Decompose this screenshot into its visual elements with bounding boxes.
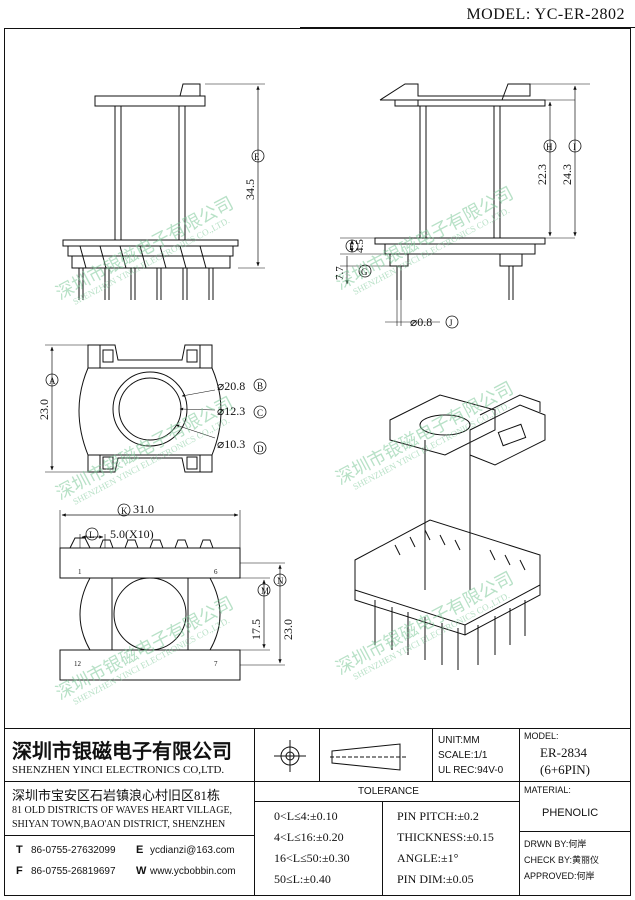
address-en-2: SHIYAN TOWN,BAO'AN DISTRICT, SHENZHEN [12,819,226,830]
tolerance-3: 16<L≤50:±0.30 [274,851,350,865]
tag-b: B [257,381,263,391]
pin-pitch-tolerance: PIN PITCH:±0.2 [397,809,479,823]
model-header: MODEL: [524,731,559,741]
web-label: W [136,865,147,877]
approved-label: APPROVED:何岸 [524,871,595,881]
scale-label: SCALE:1/1 [438,750,488,761]
model-pins: (6+6PIN) [540,762,590,777]
tolerance-header: TOLERANCE [358,786,419,797]
pin-label-1: 1 [78,568,82,576]
address-cn: 深圳市宝安区石岩镇浪心村旧区81栋 [12,788,221,803]
dim-f: 4.5 [354,239,366,253]
approved-name: 何岸 [576,871,595,881]
tolerance-4: 50≤L:±0.40 [274,872,331,886]
tag-m: M [261,586,269,596]
phone-label: T [16,844,23,856]
pin-label-6: 6 [214,568,218,576]
tag-f: F [349,242,354,252]
tolerance-2: 4<L≤16:±0.20 [274,830,344,844]
tag-n: N [277,576,284,586]
unit-label: UNIT:MM [438,735,480,746]
svg-text:SHENZHEN YINCI ELECTRONICS CO.: SHENZHEN YINCI ELECTRONICS CO.,LTD. [71,615,231,706]
tag-d: D [257,444,264,454]
projection-symbol-icon [270,736,310,776]
drawn-by-label: DRWN BY:何岸 [524,839,587,849]
fax-value: 86-0755-26819697 [31,866,116,877]
isometric-view [354,394,546,670]
svg-text:SHENZHEN YINCI ELECTRONICS CO.: SHENZHEN YINCI ELECTRONICS CO.,LTD. [71,215,231,306]
web-value: www.ycbobbin.com [150,866,236,877]
check-by-label: CHECK BY:黄丽仪 [524,855,600,865]
company-cn: 深圳市银磁电子有限公司 [12,741,232,763]
dim-pin-dia: ⌀0.8 [410,315,432,329]
tag-i: I [573,142,576,152]
bottom-view [59,510,285,681]
dim-n: 23.0 [281,619,295,640]
angle-tolerance: ANGLE:±1° [397,851,459,865]
fax-label: F [16,865,23,877]
tag-l: L [89,530,95,540]
tag-g: G [361,267,368,277]
tag-h: H [546,142,553,152]
email-label: E [136,844,144,856]
svg-text:SHENZHEN YINCI ELECTRONICS CO.: SHENZHEN YINCI ELECTRONICS CO.,LTD. [351,400,511,491]
address-en-1: 81 OLD DISTRICTS OF WAVES HEART VILLAGE, [12,805,233,816]
dim-c: ⌀12.3 [217,404,245,418]
check-by-name: 黄丽仪 [572,855,600,865]
top-view [45,344,222,473]
thickness-tolerance: THICKNESS:±0.15 [397,830,494,844]
front-view [62,83,265,300]
drawing-frame [4,28,631,896]
pin-dim-tolerance: PIN DIM:±0.05 [397,872,474,886]
model-value: ER-2834 [540,745,587,760]
tag-e: E [254,152,260,162]
tolerance-1: 0<L≤4:±0.10 [274,809,338,823]
material-value: PHENOLIC [542,807,599,819]
svg-text:SHENZHEN YINCI ELECTRONICS CO.: SHENZHEN YINCI ELECTRONICS CO.,LTD. [71,415,231,506]
svg-text:深圳市银磁电子有限公司: 深圳市银磁电子有限公司 [52,393,236,504]
phone-value: 86-0755-27632099 [31,845,116,856]
dim-a: 23.0 [37,399,51,420]
dim-d: ⌀10.3 [217,437,245,451]
dim-b: ⌀20.8 [217,379,245,393]
email-value: ycdianzi@163.com [150,845,235,856]
dim-l: 5.0(X10) [110,527,154,541]
dim-h: 22.3 [535,164,549,185]
pin-label-7: 7 [214,660,218,668]
tag-a: A [49,376,56,386]
tag-j: J [449,318,453,328]
ul-rec-label: UL REC:94V-0 [438,765,504,776]
svg-text:SHENZHEN YINCI ELECTRONICS CO.: SHENZHEN YINCI ELECTRONICS CO.,LTD. [351,205,511,296]
material-header: MATERIAL: [524,785,571,795]
side-view [340,83,590,326]
model-label: MODEL: YC-ER-2802 [466,6,625,23]
dim-front-height: 34.5 [243,179,257,200]
dim-g: 7.7 [334,266,346,280]
dim-i: 24.3 [560,164,574,185]
tag-c: C [257,408,263,418]
dim-m: 17.5 [249,619,263,640]
company-en: SHENZHEN YINCI ELECTRONICS CO,LTD. [12,764,225,776]
title-block: 深圳市银磁电子有限公司 SHENZHEN YINCI ELECTRONICS C… [4,728,631,896]
model-underline [300,27,635,28]
pin-label-12: 12 [74,660,82,668]
dim-k: 31.0 [133,502,154,516]
tag-k: K [121,506,128,516]
drawn-by-name: 何岸 [568,839,587,849]
taper-symbol-icon [330,742,410,772]
